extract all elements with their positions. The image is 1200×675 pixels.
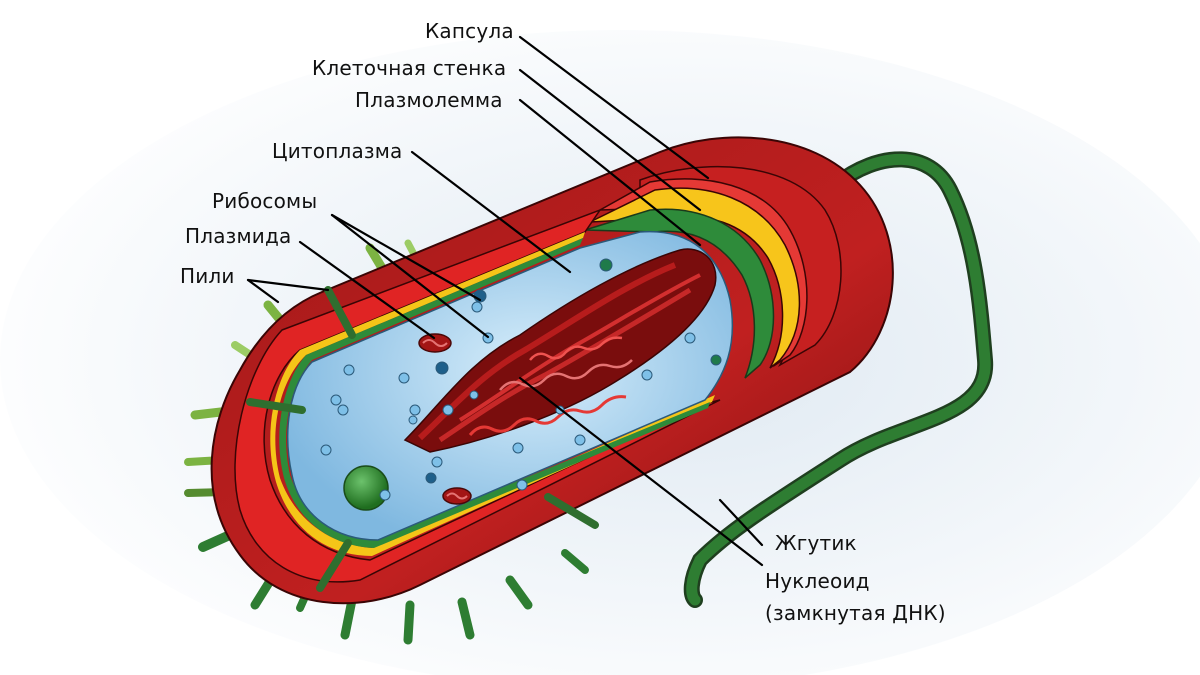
label-cytoplasm: Цитоплазма (272, 139, 403, 163)
label-nucleoid: Нуклеоид (765, 569, 870, 593)
plasmid (418, 333, 452, 353)
plasmalemma-cut-face (584, 208, 775, 379)
flagellum (686, 153, 991, 606)
label-pili: Пили (180, 264, 235, 288)
label-plasmalemma: Плазмолемма (355, 88, 503, 112)
label-nucleoid-detail: (замкнутая ДНК) (765, 601, 946, 625)
pili-embedded (246, 286, 599, 592)
ribosomes (320, 258, 722, 501)
label-capsule: Капсула (425, 19, 514, 43)
leader-lines (246, 35, 764, 567)
label-cell-wall: Клеточная стенка (312, 56, 506, 80)
label-flagellum: Жгутик (775, 531, 857, 555)
label-plasmid: Плазмида (185, 224, 291, 248)
label-ribosomes: Рибосомы (212, 189, 317, 213)
yellow-layer-cut-face (589, 187, 801, 369)
granule (343, 465, 389, 511)
plasmid-2 (442, 487, 472, 505)
